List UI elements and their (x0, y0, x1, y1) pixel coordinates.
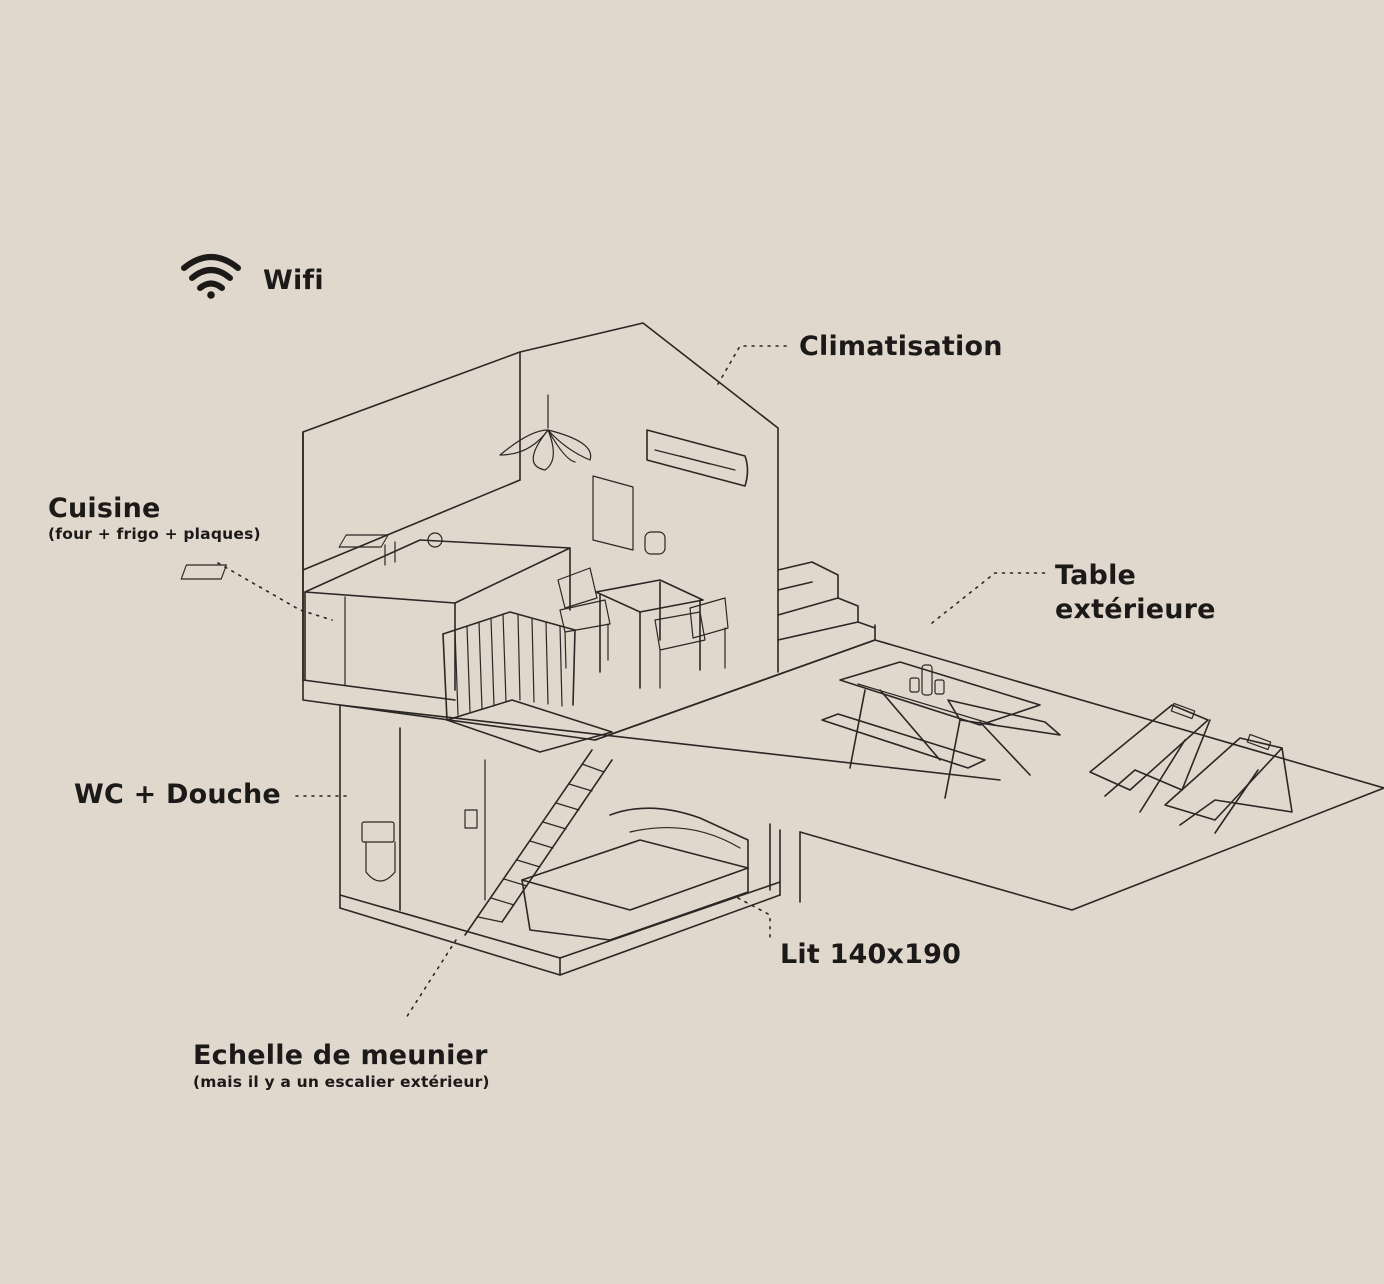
label-lit: Lit 140x190 (780, 939, 962, 970)
kitchen-counter (180, 532, 571, 691)
wifi-icon (181, 254, 241, 299)
wall-decor (592, 475, 666, 555)
picnic-table (821, 661, 1061, 799)
label-echelle-detail: (mais il y a un escalier extérieur) (193, 1073, 490, 1091)
stair-railing (442, 611, 613, 753)
house-walls (302, 322, 1001, 781)
dining-set (557, 567, 729, 689)
label-climatisation: Climatisation (799, 331, 1003, 362)
label-wc-douche: WC + Douche (74, 779, 281, 810)
bed (521, 807, 749, 941)
label-table-line1: Table (1055, 560, 1137, 591)
label-cuisine: Cuisine (48, 493, 161, 524)
miller-ladder (464, 749, 613, 936)
exterior-stairs (777, 561, 876, 641)
terrace-deck (594, 639, 1384, 911)
label-table-line2: extérieure (1055, 594, 1216, 625)
lower-floor (339, 704, 781, 976)
pendant-lamp (499, 394, 592, 471)
air-conditioner (646, 429, 749, 487)
label-echelle: Echelle de meunier (193, 1040, 488, 1071)
label-cuisine-detail: (four + frigo + plaques) (48, 525, 261, 543)
label-wifi: Wifi (263, 265, 324, 296)
deck-chairs (1089, 702, 1293, 834)
toilet (361, 809, 478, 882)
leader-lines (217, 345, 1046, 1019)
